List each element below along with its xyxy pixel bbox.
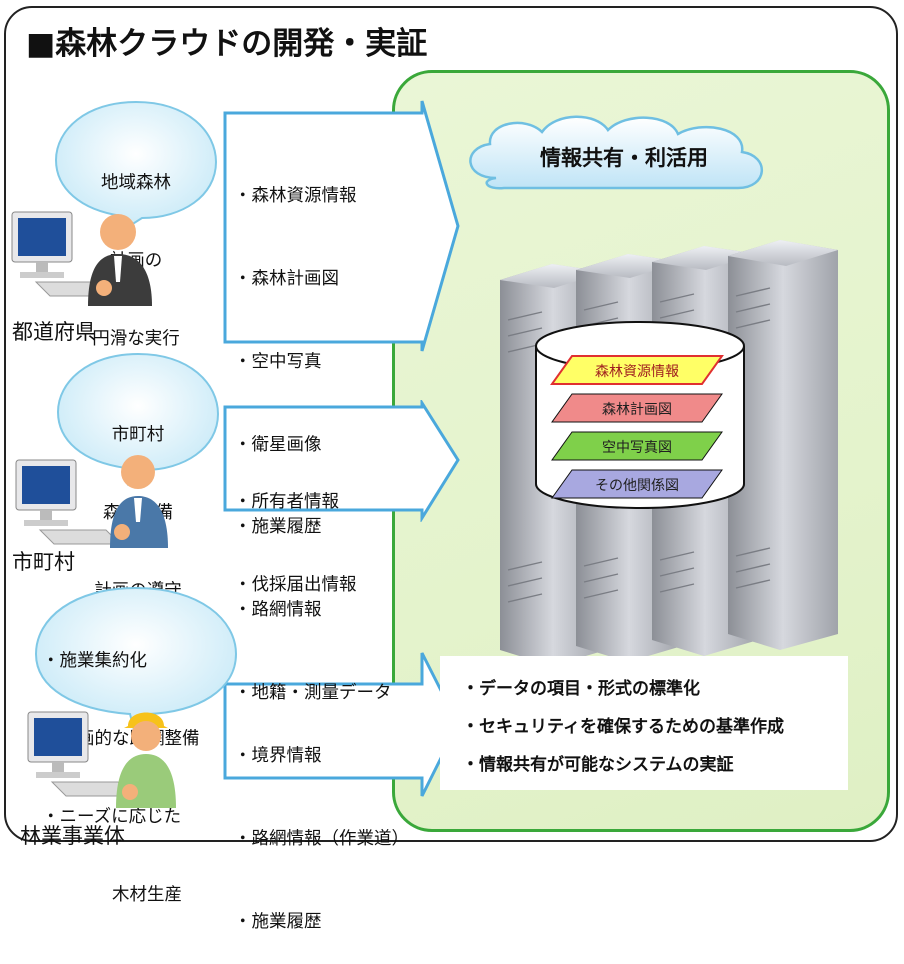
- info-list-prefecture: ・森林資源情報 ・森林計画図 ・空中写真 ・衛星画像 ・施業履歴 ・路網情報 ・…: [234, 128, 392, 735]
- list-item: ・施業履歴: [234, 911, 322, 932]
- list-item: ・森林計画図: [234, 268, 339, 289]
- page-title: ■森林クラウドの開発・実証: [26, 26, 428, 62]
- computer-user-forestry: [27, 711, 176, 808]
- person-icon: [110, 455, 168, 548]
- info-list-forestry: ・境界情報 ・路網情報（作業道） ・施業履歴: [234, 688, 409, 964]
- computer-user-prefecture: [11, 211, 152, 306]
- layer-label: 森林計画図: [602, 402, 672, 418]
- bubble-line: 地域森林: [101, 173, 171, 193]
- bubble-line: ・ニーズに応じた: [42, 807, 182, 827]
- bubble-line: 市町村: [111, 425, 165, 445]
- person-icon: [116, 712, 176, 808]
- notes-box: ・データの項目・形式の標準化 ・セキュリティを確保するための基準作成 ・情報共有…: [440, 656, 848, 790]
- actor-label-forestry: 林業事業体: [20, 824, 125, 848]
- info-arrow: [223, 400, 460, 522]
- list-item: ・所有者情報: [234, 492, 339, 513]
- computer-monitor-icon: [15, 459, 122, 545]
- person-icon: [88, 214, 152, 306]
- actor-label-prefecture: 都道府県: [12, 320, 96, 344]
- list-item: ・伐採届出情報: [234, 574, 357, 595]
- cloud-icon: [469, 115, 763, 190]
- list-item: ・境界情報: [234, 746, 322, 767]
- list-item: ・施業履歴: [234, 517, 322, 538]
- info-arrow: [223, 100, 460, 352]
- layer-label: その他関係図: [595, 478, 679, 494]
- note-item: ・情報共有が可能なシステムの実証: [462, 755, 734, 775]
- cloud-label: 情報共有・利活用: [540, 146, 708, 170]
- note-item: ・セキュリティを確保するための基準作成: [462, 717, 784, 737]
- computer-monitor-icon: [27, 711, 134, 797]
- list-item: ・衛星画像: [234, 434, 322, 455]
- list-item: ・路網情報（作業道）: [234, 828, 409, 849]
- computer-monitor-icon: [11, 211, 118, 297]
- layer-label: 森林資源情報: [595, 364, 679, 380]
- info-list-municipality: ・所有者情報 ・伐採届出情報: [234, 434, 357, 627]
- computer-user-municipality: [15, 455, 168, 548]
- bubble-line: 円滑な実行: [92, 329, 180, 349]
- actor-label-municipality: 市町村: [12, 550, 75, 574]
- bubble-line: ・施業集約化: [42, 651, 147, 671]
- hardhat-icon: [124, 712, 168, 728]
- list-item: ・空中写真: [234, 351, 322, 372]
- list-item: ・森林資源情報: [234, 186, 357, 207]
- list-item: ・地籍・測量データ: [234, 682, 392, 703]
- list-item: ・路網情報: [234, 600, 322, 621]
- bubble-line: 木材生産: [112, 885, 182, 905]
- note-item: ・データの項目・形式の標準化: [462, 679, 700, 699]
- database-cylinder-icon: 森林資源情報 森林計画図 空中写真図 その他関係図: [535, 321, 745, 509]
- layer-label: 空中写真図: [602, 440, 672, 456]
